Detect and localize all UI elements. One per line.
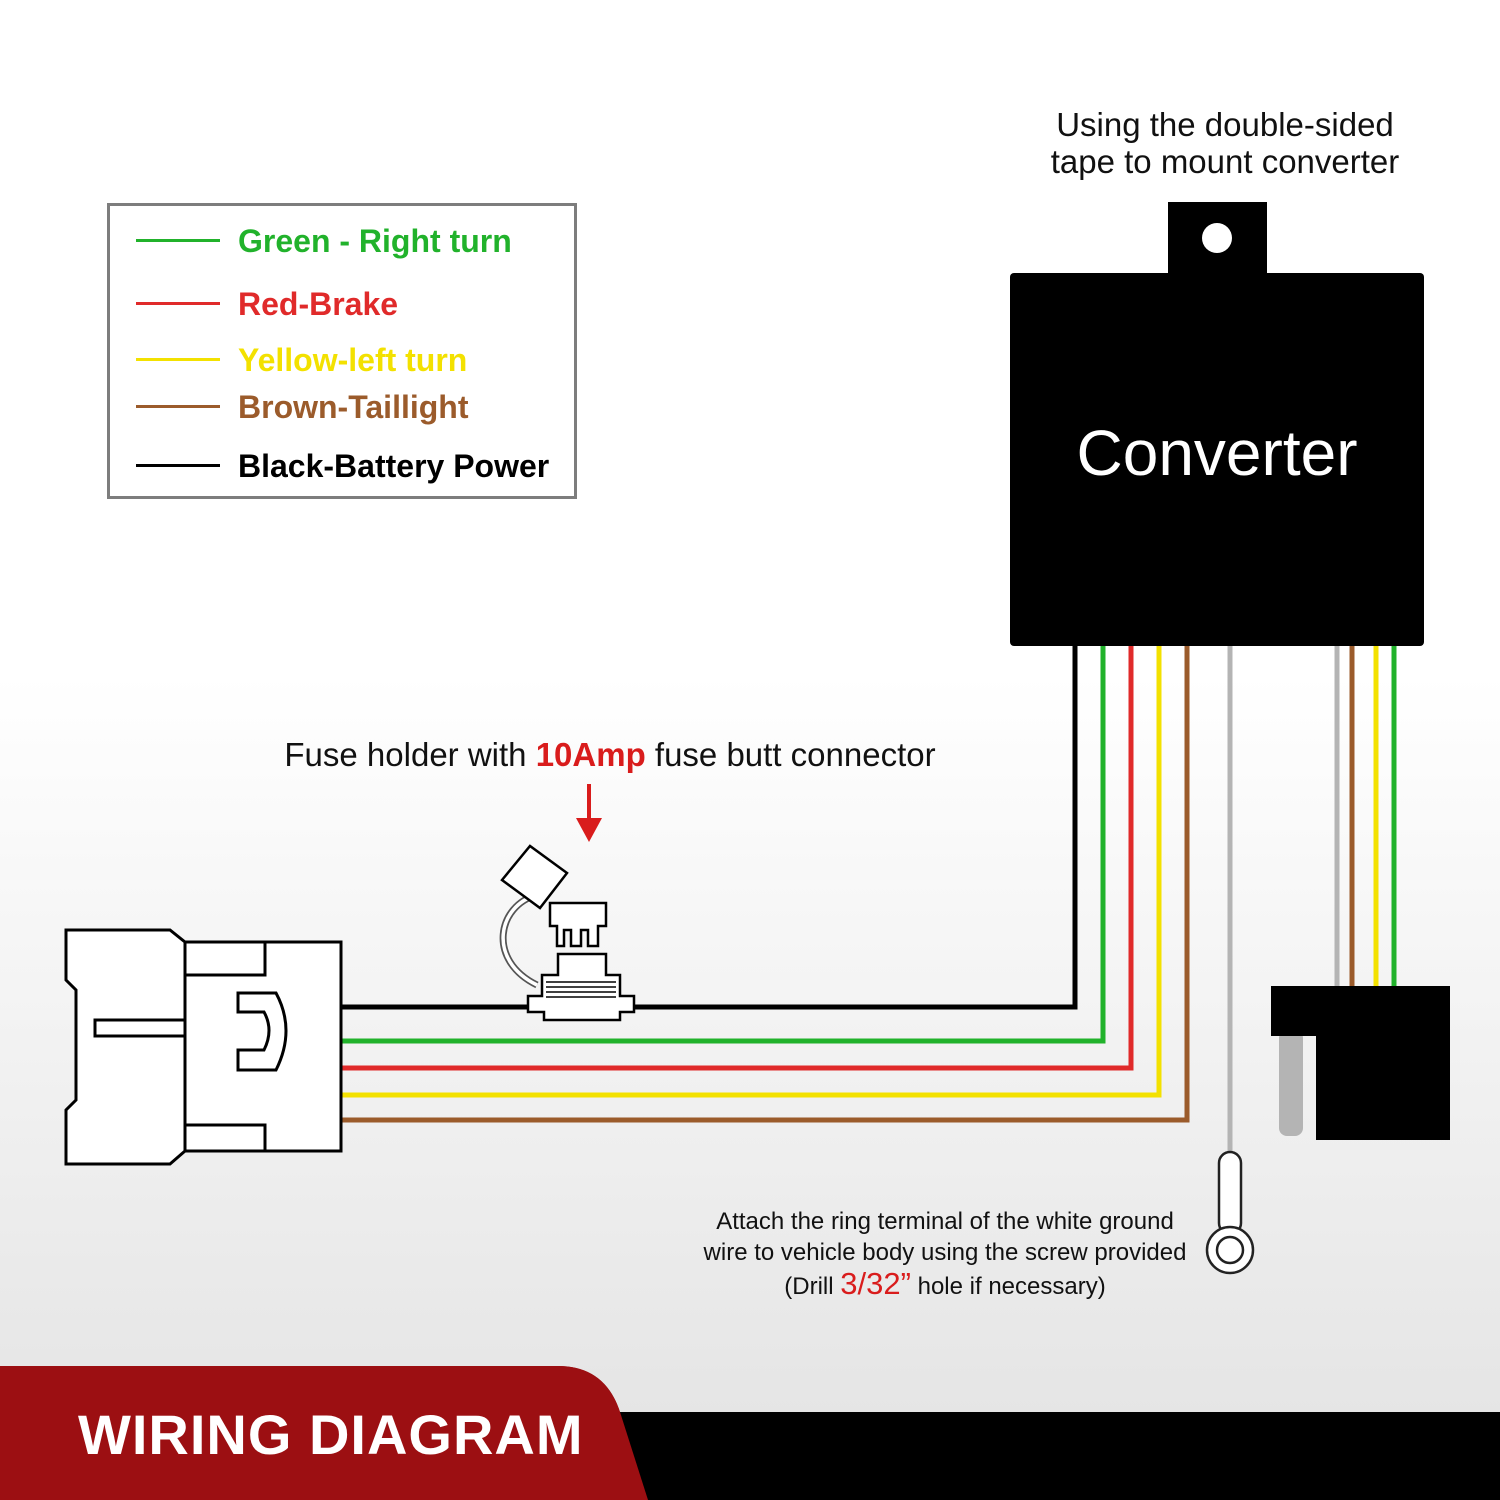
ground-instruction-line-2: wire to vehicle body using the screw pro… <box>703 1239 1187 1266</box>
legend-swatch-brown <box>136 405 220 408</box>
legend-swatch-red <box>136 302 220 305</box>
legend-label-red: Red-Brake <box>238 286 399 322</box>
diagram-title: WIRING DIAGRAM <box>78 1403 584 1466</box>
legend-swatch-black <box>136 464 220 467</box>
fuse-cap <box>500 844 569 910</box>
fuse-pointer-arrow <box>576 784 602 842</box>
ring-terminal-barrel <box>1217 1150 1243 1236</box>
footer-banner-overlay <box>0 1366 648 1500</box>
mount-instruction-line-2: tape to mount converter <box>1050 143 1400 180</box>
trailer-connector <box>1271 986 1450 1140</box>
legend-item-brown: Brown-Taillight <box>110 387 574 427</box>
legend-item-yellow: Yellow-left turn <box>110 340 574 380</box>
legend-item-black: Black-Battery Power <box>110 446 574 486</box>
ring-terminal-hole <box>1215 1235 1245 1265</box>
fuse-amperage: 10Amp <box>535 736 646 773</box>
legend-swatch-yellow <box>136 358 220 361</box>
legend-item-red: Red-Brake <box>110 284 574 324</box>
red-wire <box>340 646 1134 1071</box>
legend-label-green: Green - Right turn <box>238 223 512 259</box>
wire-color-legend: Green - Right turn Red-Brake Yellow-left… <box>107 203 577 499</box>
fuse-holder-caption: Fuse holder with 10Amp fuse butt connect… <box>240 735 980 775</box>
drill-text-after: hole if necessary) <box>910 1273 1106 1300</box>
mount-instruction-line-1: Using the double-sided <box>1056 106 1394 143</box>
blade-fuse <box>548 901 608 948</box>
converter-label: Converter <box>1076 417 1358 489</box>
legend-label-black: Black-Battery Power <box>238 448 550 484</box>
vehicle-connector <box>64 928 343 1166</box>
legend-label-brown: Brown-Taillight <box>238 389 469 425</box>
legend-swatch-green <box>136 239 220 242</box>
green-wire <box>340 646 1106 1044</box>
ground-instruction-line-3: (Drill 3/32” hole if necessary) <box>680 1268 1210 1302</box>
drill-size: 3/32” <box>840 1266 911 1301</box>
legend-label-yellow: Yellow-left turn <box>238 342 468 378</box>
yellow-wire <box>340 646 1162 1098</box>
trailer-connector-pin <box>1279 1030 1303 1136</box>
brown-wire <box>340 646 1190 1123</box>
fuse-caption-text-after: fuse butt connector <box>645 736 936 773</box>
ground-instruction: Attach the ring terminal of the white gr… <box>680 1206 1210 1302</box>
black-wire <box>340 646 1078 1010</box>
fuse-holder <box>499 844 636 1022</box>
mount-hole <box>1202 223 1232 253</box>
legend-item-green: Green - Right turn <box>110 221 574 261</box>
mount-instruction: Using the double-sided tape to mount con… <box>1000 106 1450 180</box>
ground-instruction-line-1: Attach the ring terminal of the white gr… <box>716 1208 1174 1235</box>
converter-box <box>1010 273 1424 646</box>
drill-text-before: (Drill <box>784 1273 841 1300</box>
fuse-caption-text-before: Fuse holder with <box>284 736 536 773</box>
